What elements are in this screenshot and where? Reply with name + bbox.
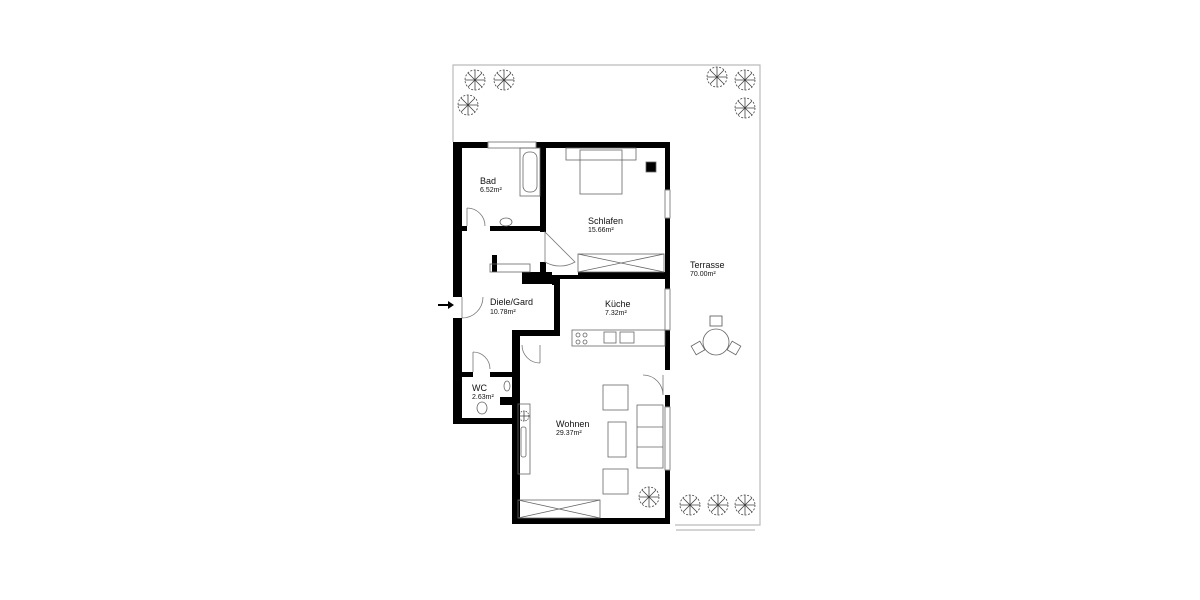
room-name-diele: Diele/Gard [490, 297, 533, 307]
room-area-wc: 2.63m² [472, 394, 494, 401]
plant-icon [706, 66, 728, 88]
room-labels: Bad 6.52m² Schlafen 15.66m² Diele/Gard 1… [472, 176, 725, 437]
sofa [636, 404, 664, 469]
wardrobe-diele [489, 263, 531, 273]
room-area-bad: 6.52m² [480, 187, 502, 194]
plant-icon [707, 494, 729, 516]
room-name-schlafen: Schlafen [588, 216, 623, 226]
room-name-bad: Bad [480, 176, 496, 186]
windows [487, 141, 671, 471]
wc-sink [503, 380, 511, 392]
bathroom-sink [499, 217, 513, 227]
plant-icons [457, 66, 756, 516]
wardrobe [577, 253, 665, 273]
room-name-kueche: Küche [605, 299, 631, 309]
bed [579, 149, 623, 195]
plant-icon [734, 97, 756, 119]
room-name-wc: WC [472, 383, 487, 393]
plant-icon [464, 69, 486, 91]
plant-icon [457, 94, 479, 116]
doors [461, 207, 664, 396]
armchair [602, 384, 629, 411]
toilet [476, 401, 488, 415]
kitchen-counter [571, 329, 666, 347]
room-area-wohnen: 29.37m² [556, 430, 582, 437]
room-name-terrasse: Terrasse [690, 260, 725, 270]
plant-icon [493, 69, 515, 91]
bathtub [519, 147, 541, 197]
plant-icon [518, 410, 530, 422]
terrace-outline [452, 64, 761, 531]
room-name-wohnen: Wohnen [556, 419, 589, 429]
entrance-arrow-icon [438, 301, 454, 309]
furniture [476, 147, 742, 519]
coffee-table [607, 421, 627, 458]
room-area-kueche: 7.32m² [605, 310, 627, 317]
armchair [602, 468, 629, 495]
plant-icon [638, 486, 660, 508]
plant-icon [679, 494, 701, 516]
room-area-terrasse: 70.00m² [690, 271, 716, 278]
window-seat [517, 499, 601, 519]
plant-icon [734, 69, 756, 91]
walls [453, 142, 670, 524]
terrace-table [702, 328, 730, 356]
tv-board [517, 403, 531, 475]
plant-icon [734, 494, 756, 516]
room-area-schlafen: 15.66m² [588, 227, 614, 234]
room-area-diele: 10.78m² [490, 309, 516, 316]
